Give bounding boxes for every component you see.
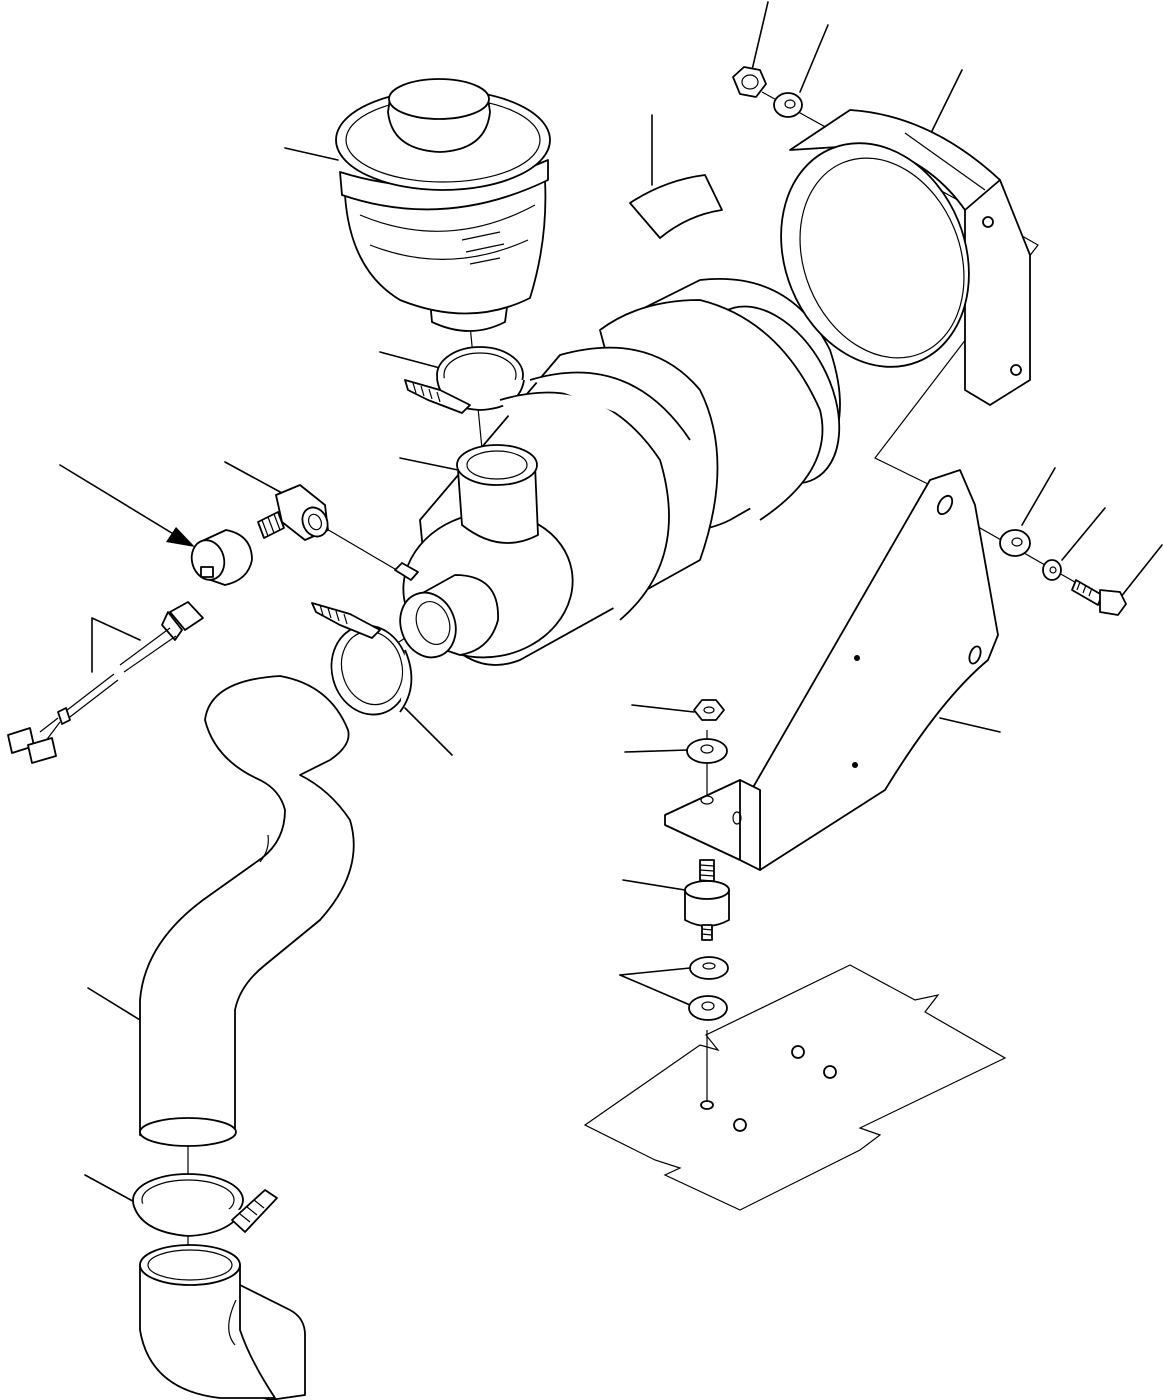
air-cleaner-body	[394, 278, 841, 666]
leader-bolt-right	[1119, 544, 1163, 599]
leader-precleaner	[284, 147, 339, 161]
leader-washer-right	[1021, 467, 1056, 526]
leader-clamp-bottom	[84, 1174, 141, 1206]
elbow-fitting	[257, 484, 329, 541]
restriction-indicator	[190, 529, 253, 586]
leader-washer-pair-b	[619, 974, 691, 1006]
lock-washer-right	[1042, 559, 1062, 581]
bolt-right	[1071, 579, 1127, 616]
axis-elbow-fitting	[319, 524, 401, 573]
leader-washer-mount	[624, 749, 689, 753]
wiring-harness	[7, 601, 204, 764]
washer-right	[999, 529, 1031, 557]
hose-clamp-middle	[311, 602, 413, 716]
indicator-arrow-head	[166, 527, 195, 547]
leader-nut-top	[751, 1, 769, 71]
mounting-band	[780, 109, 1031, 406]
mounting-bracket	[664, 469, 999, 871]
leader-clamp-middle	[404, 707, 453, 756]
leader-lines	[59, 1, 1163, 1206]
leader-lockwasher-right	[1061, 507, 1106, 561]
intake-hose	[139, 675, 355, 1147]
leader-washer-top	[799, 24, 829, 93]
washer-top	[773, 92, 803, 118]
hose-clamp-top	[404, 346, 525, 414]
leader-clamp-top	[379, 351, 441, 369]
nut-top	[732, 66, 767, 98]
hose-clamp-bottom	[132, 1173, 278, 1237]
leader-harness	[91, 617, 141, 673]
leader-washer-pair-a	[619, 967, 691, 976]
base-plate	[583, 964, 1007, 1211]
rubber-mount	[684, 859, 730, 941]
filter-label-plate	[629, 174, 723, 239]
leader-nut-mount	[631, 704, 695, 713]
precleaner-bowl	[335, 78, 551, 332]
leader-indicator-arrow	[59, 464, 181, 539]
leader-bracket	[939, 717, 1001, 733]
washer-mount	[686, 738, 728, 764]
nut-mount	[693, 699, 725, 721]
leader-hose	[87, 987, 141, 1021]
leader-inlet-pipe	[399, 457, 459, 471]
leader-elbow-fitting	[224, 461, 283, 494]
intake-elbow	[139, 1244, 306, 1400]
leader-rubber-mount	[622, 879, 686, 891]
leader-band	[929, 69, 963, 136]
washer-pair	[688, 956, 729, 1021]
